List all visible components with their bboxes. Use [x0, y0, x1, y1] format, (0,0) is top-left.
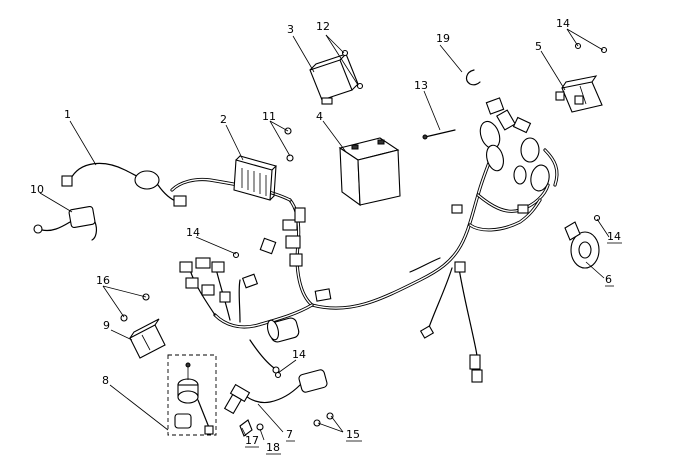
callout-18: 18	[266, 441, 280, 454]
harness-connector-cluster-center	[259, 207, 332, 343]
callout-14-top: 14	[556, 17, 570, 30]
part-9-rectifier	[129, 318, 166, 359]
part-2-ecu-module	[233, 155, 278, 201]
callout-8: 8	[102, 374, 109, 387]
part-4-battery	[338, 137, 401, 207]
harness-small-connectors	[419, 204, 529, 383]
callout-2: 2	[220, 113, 227, 126]
part-6-horn	[564, 221, 600, 269]
hardware-fasteners	[120, 42, 608, 437]
main-wiring-harness	[170, 148, 559, 376]
callout-16: 16	[96, 274, 110, 287]
part-1-sub-harness	[61, 162, 187, 207]
callout-4: 4	[316, 110, 323, 123]
callout-11: 11	[262, 110, 276, 123]
label-underlines	[245, 242, 622, 455]
callout-10: 10	[30, 183, 44, 196]
callout-14-left: 14	[186, 226, 200, 239]
harness-connector-cluster-top	[479, 97, 550, 192]
part-10-sensor	[33, 205, 98, 241]
callout-12: 12	[316, 20, 330, 33]
harness-connector-cluster-left	[179, 257, 280, 374]
callout-15: 15	[346, 428, 360, 441]
callout-7: 7	[286, 428, 293, 441]
callout-9: 9	[103, 319, 110, 332]
callout-17: 17	[245, 434, 259, 447]
callout-labels: 1 2 3 4 5 6 7 8 9 10 11 12 13 14 14 14 1…	[30, 17, 621, 454]
callout-6: 6	[605, 273, 612, 286]
part-5-relay-box	[555, 75, 603, 113]
part-3-regulator	[309, 53, 359, 105]
leader-lines	[39, 28, 610, 441]
part-8-ignition-switch	[167, 354, 217, 436]
callout-5: 5	[535, 40, 542, 53]
part-7-ignition-coil	[223, 369, 328, 415]
callout-3: 3	[287, 23, 294, 36]
callout-13: 13	[414, 79, 428, 92]
callout-14-right: 14	[607, 230, 621, 243]
callout-14-center: 14	[292, 348, 306, 361]
callout-1: 1	[64, 108, 71, 121]
callout-19: 19	[436, 32, 450, 45]
